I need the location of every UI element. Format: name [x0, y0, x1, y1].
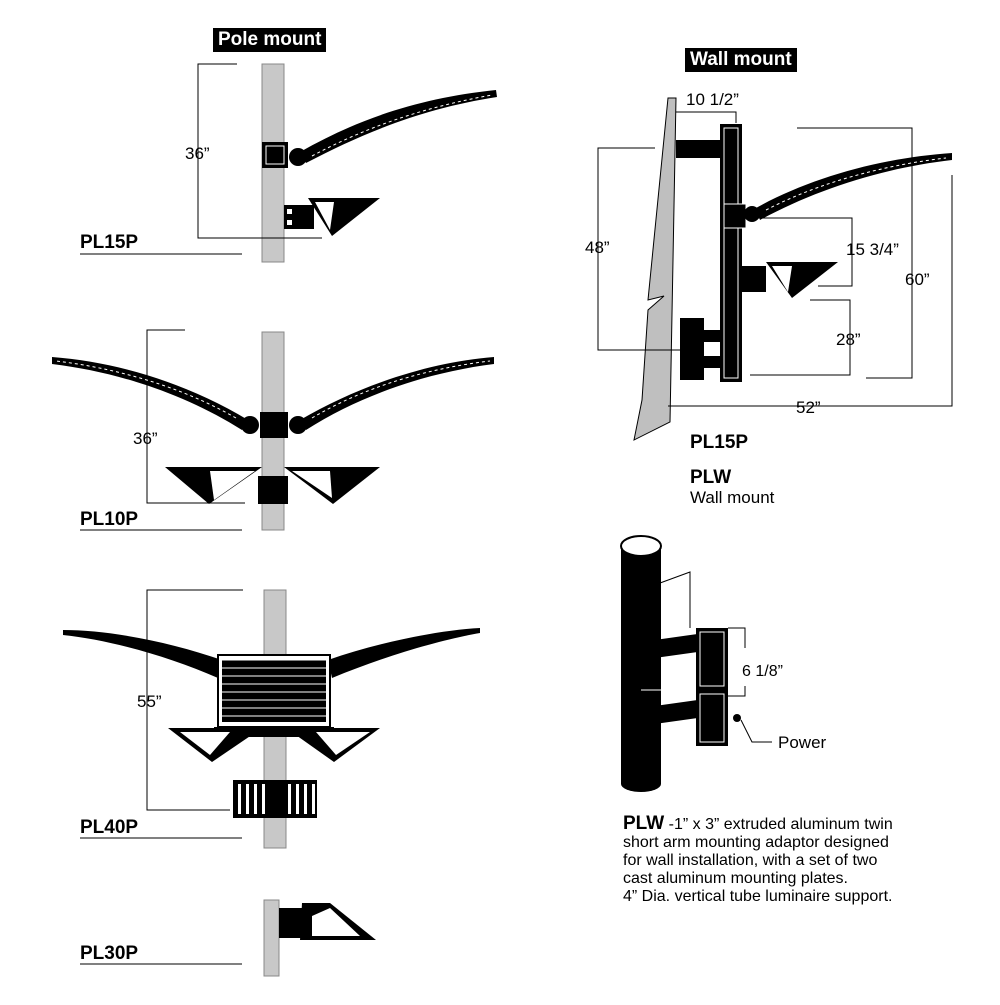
vertical-tube [621, 546, 661, 784]
lower-plate [680, 318, 704, 380]
tube-top [620, 535, 662, 557]
leader-line [640, 571, 691, 628]
adaptor-dimension: 6 1/8” [742, 663, 783, 680]
wall-total-height-dimension: 60” [905, 270, 930, 289]
dimension-line [146, 589, 243, 811]
plw-label: PLW [690, 467, 732, 488]
plw-description-line-2: short arm mounting adaptor designed [623, 834, 889, 851]
luminaire-arm [300, 90, 497, 163]
plw-description: PLW -1” x 3” extruded aluminum twin shor… [623, 813, 993, 906]
lower-arm [692, 356, 724, 368]
plw-description-line-5: 4” Dia. vertical tube luminaire support. [623, 888, 893, 905]
pole-clamp [260, 412, 288, 438]
lower-arm [692, 330, 724, 342]
wall-offset-dimension: 10 1/2” [686, 90, 739, 109]
wall-lower-dimension: 28” [836, 330, 861, 349]
vertical-tube [720, 124, 742, 382]
power-label: Power [778, 733, 827, 752]
dimension-line-offset [676, 111, 737, 123]
pl10p-pole-assembly [52, 329, 494, 531]
pole-mount-title: Pole mount [213, 28, 327, 52]
dimension-line [146, 329, 245, 504]
plw-description-line-3: for wall installation, with a set of two [623, 852, 878, 869]
pl10p-dimension: 36” [133, 429, 158, 448]
pl40p-label: PL40P [80, 817, 139, 838]
wall-reach-dimension: 52” [796, 398, 821, 417]
plw-description-name: PLW [623, 813, 665, 834]
power-leader [740, 719, 772, 743]
dimension-line-total-height [797, 127, 913, 379]
wall-fixture-gap-dimension: 15 3/4” [846, 240, 899, 259]
plw-adaptor-drawing [620, 535, 772, 792]
bracket [258, 476, 288, 504]
power-entry-dot [733, 714, 741, 722]
luminaire-arm-right [328, 628, 480, 678]
pole-clamp [723, 203, 747, 229]
bracket [284, 205, 314, 229]
dimension-line [197, 63, 322, 239]
dimension-line-lower [750, 299, 851, 376]
bracket [742, 266, 766, 292]
plw-description-line-1: -1” x 3” extruded aluminum twin [668, 816, 893, 833]
pl10p-label: PL10P [80, 509, 139, 530]
plw-caption: Wall mount [690, 488, 775, 507]
dimension-line-height [597, 147, 690, 351]
dimension-line-reach [668, 175, 953, 407]
pl40p-dimension: 55” [137, 692, 162, 711]
dimension-line-adaptor [728, 627, 746, 648]
wall-height-dimension: 48” [585, 238, 610, 257]
wall-mount-title: Wall mount [685, 48, 797, 72]
pl15p-pole-assembly [80, 63, 497, 263]
mounting-plate [696, 628, 728, 690]
pole [263, 899, 280, 977]
wall [633, 97, 677, 441]
luminaire-arm [756, 153, 952, 220]
pl15p-dimension: 36” [185, 144, 210, 163]
mounting-plate [696, 690, 728, 746]
dimension-line-fixture-gap [758, 217, 853, 287]
pl15p-label: PL15P [80, 232, 139, 253]
pl30p-label: PL30P [80, 943, 139, 964]
pl30p-pole-assembly [80, 899, 376, 977]
luminaire-arm-left [52, 357, 248, 430]
mount-bar [214, 727, 334, 737]
upper-arm [676, 140, 724, 158]
arm-joint [744, 206, 760, 222]
luminaire-arm-right [300, 357, 494, 430]
wall-mount-assembly [597, 97, 953, 441]
plw-description-line-4: cast aluminum mounting plates. [623, 870, 848, 887]
luminaire-arm-left [63, 630, 222, 678]
wall-model-label: PL15P [690, 432, 749, 453]
pl40p-pole-assembly [63, 589, 480, 849]
